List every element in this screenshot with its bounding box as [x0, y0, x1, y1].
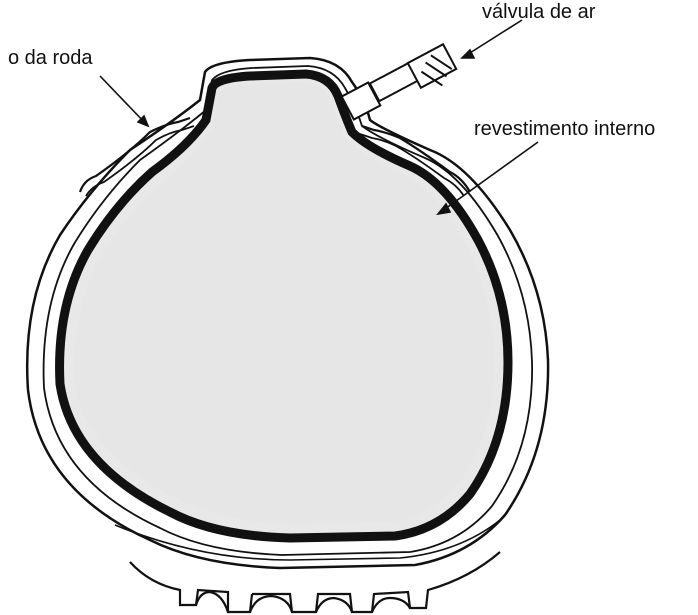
tread-notch [250, 596, 292, 612]
tread-notch [196, 592, 228, 612]
air-valve [342, 44, 457, 119]
tread-notch [316, 598, 352, 612]
label-rim: o da roda [8, 48, 93, 68]
tread-notch [372, 598, 410, 612]
tread-block [130, 562, 252, 612]
label-inner-liner: revestimento interno [474, 119, 655, 139]
label-valve: válvula de ar [482, 2, 595, 22]
